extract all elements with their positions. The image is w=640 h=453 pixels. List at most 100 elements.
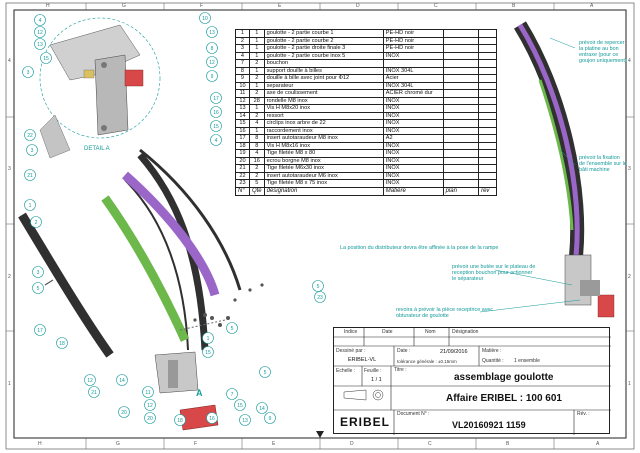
bom-header: plan xyxy=(442,186,480,196)
balloon-label: 5 xyxy=(264,370,267,376)
part-3-strip xyxy=(137,152,209,351)
bom-cell: INOX xyxy=(382,96,444,105)
bom-cell: Tige filetée M8 x 75 inox xyxy=(263,179,384,188)
balloon-label: 10 xyxy=(202,16,208,22)
bom-cell: 1 xyxy=(235,29,250,38)
balloon-circle xyxy=(256,402,268,414)
bom-cell: 12 xyxy=(235,96,250,105)
balloon-label: 18 xyxy=(177,418,183,424)
bom-cell xyxy=(478,171,497,180)
balloon-label: 3 xyxy=(31,148,34,154)
bom-cell xyxy=(442,96,480,105)
bom-cell: ressort xyxy=(263,111,384,120)
bom-cell: 8 xyxy=(248,141,265,150)
balloon-circle xyxy=(22,66,34,78)
balloon-label: 4 xyxy=(215,138,218,144)
rev-label: Rév. : xyxy=(577,411,590,417)
part-2-green xyxy=(101,195,190,342)
bom-cell: ACIER chromé dur xyxy=(382,89,444,98)
balloon-circle xyxy=(26,144,38,156)
zone-label: 3 xyxy=(8,166,11,172)
bom-cell xyxy=(478,156,497,165)
balloon-circle xyxy=(226,388,238,400)
bom-cell xyxy=(478,126,497,135)
zone-label: C xyxy=(434,3,438,9)
balloon-label: 16 xyxy=(209,416,215,422)
bom-cell xyxy=(478,134,497,143)
zone-label: 2 xyxy=(8,274,11,280)
bom-cell: circlips inox arbre de 22 xyxy=(263,119,384,128)
zone-label: B xyxy=(506,441,510,447)
zone-label: C xyxy=(428,441,432,447)
bom-cell: INOX xyxy=(382,111,444,120)
zone-label: A xyxy=(590,3,594,9)
bom-cell: A2 xyxy=(382,134,444,143)
balloon-circle xyxy=(56,337,68,349)
feuille-label: Feuille : xyxy=(364,368,382,374)
zone-label: E xyxy=(272,441,276,447)
bom-cell: 4 xyxy=(235,51,250,60)
quantite-value: 1 ensemble xyxy=(514,358,540,364)
distributor-red xyxy=(597,294,615,318)
bom-cell xyxy=(442,164,480,173)
bom-cell xyxy=(478,104,497,113)
bom-cell xyxy=(478,29,497,38)
bom-cell xyxy=(478,51,497,60)
bom-cell: insert autotaraudeur M6 inox xyxy=(263,171,384,180)
balloon-circle xyxy=(84,374,96,386)
bom-cell: goulotte - 2 partie droite finale 3 xyxy=(263,44,384,53)
balloon-circle xyxy=(118,406,130,418)
balloon-circle xyxy=(206,26,218,38)
balloon-circle xyxy=(174,414,186,426)
bom-cell: 8 xyxy=(235,66,250,75)
bom-cell xyxy=(442,179,480,188)
balloon-label: 21 xyxy=(91,390,97,396)
bom-cell: 4 xyxy=(248,149,265,158)
bom-cell: INOX xyxy=(382,164,444,173)
bom-cell xyxy=(478,66,497,75)
dessine-value: ERIBEL-VL xyxy=(348,357,377,363)
balloon-label: 14 xyxy=(259,406,265,412)
quantite-label: Quantité : xyxy=(482,358,504,364)
center-arrow xyxy=(316,431,324,438)
balloon-circle xyxy=(206,42,218,54)
bom-cell xyxy=(478,96,497,105)
bom-cell: insert autotaraudeur M8 inox xyxy=(263,134,384,143)
balloon-circle xyxy=(199,12,211,24)
bom-cell: 17 xyxy=(235,134,250,143)
bom-cell xyxy=(442,171,480,180)
balloon-label: 18 xyxy=(59,341,65,347)
bom-cell xyxy=(442,36,480,45)
bom-cell: INOX 304L xyxy=(382,66,444,75)
bom-cell: axe de coulissement xyxy=(263,89,384,98)
bom-cell: support douille à billes xyxy=(263,66,384,75)
zone-label: F xyxy=(194,441,198,447)
view-letter: A xyxy=(196,388,203,398)
bom-cell xyxy=(478,141,497,150)
balloon-circle xyxy=(32,282,44,294)
bom-cell: goulotte - 2 partie courbe 1 xyxy=(263,29,384,38)
bom-cell: 3 xyxy=(235,44,250,53)
bom-cell: INOX xyxy=(382,156,444,165)
title-block-grid xyxy=(334,328,611,435)
bom-cell xyxy=(478,44,497,53)
indice-label: Indice xyxy=(344,329,358,335)
note-butee: prévoir une butée sur le plateau de rece… xyxy=(452,264,536,282)
balloon-circle xyxy=(202,332,214,344)
balloon-label: 22 xyxy=(27,133,33,139)
bom-cell: raccordement inox xyxy=(263,126,384,135)
balloon-circle xyxy=(24,199,36,211)
balloon-label: 12 xyxy=(209,60,215,66)
hardware-cluster xyxy=(193,283,264,327)
balloon-label: 5 xyxy=(37,286,40,292)
document-value: VL20160921 1159 xyxy=(452,420,526,430)
bom-cell xyxy=(478,149,497,158)
